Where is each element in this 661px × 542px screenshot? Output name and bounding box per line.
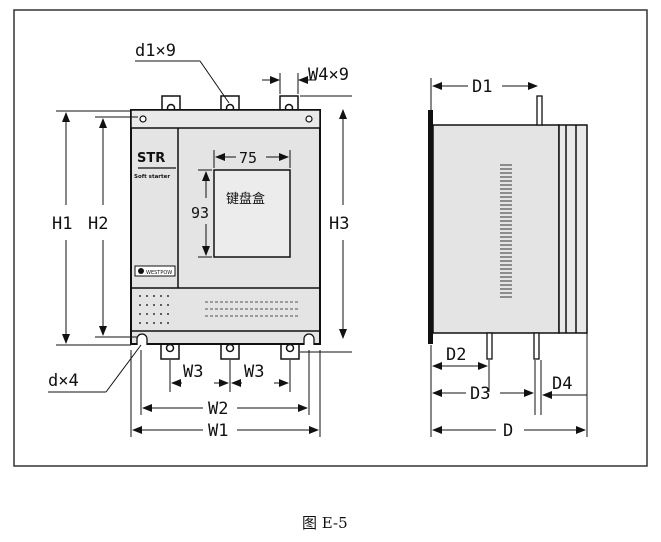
terminal-hole-label: d1×9 xyxy=(135,41,176,61)
W3-right-label: W3 xyxy=(244,362,264,382)
vent-dots xyxy=(139,295,169,324)
vent-slots xyxy=(205,301,300,317)
mount-slots xyxy=(136,333,315,345)
top-stud xyxy=(536,95,543,126)
side-vents xyxy=(500,164,512,298)
brand-label: STR xyxy=(137,151,165,166)
keypad-label: 键盘盒 xyxy=(226,191,265,207)
keypad-box xyxy=(213,169,291,258)
bottom-stud-right xyxy=(533,332,540,360)
figure-border xyxy=(13,9,648,467)
W2-label: W2 xyxy=(208,399,228,419)
bottom-stud-left xyxy=(486,332,493,360)
front-cover xyxy=(558,124,588,334)
terminal-width-label: W4×9 xyxy=(308,65,349,85)
D-label: D xyxy=(503,421,513,441)
W1-label: W1 xyxy=(208,421,228,441)
mount-hole-label: d×4 xyxy=(48,371,79,391)
W3-left-label: W3 xyxy=(183,362,203,382)
side-body xyxy=(432,124,560,334)
H2-label: H2 xyxy=(88,214,108,234)
side-view: D1 D2 D3 D4 D xyxy=(428,77,588,441)
D1-label: D1 xyxy=(472,77,492,97)
D4-label: D4 xyxy=(552,374,572,394)
front-view: STR Soft starter WESTPOW 键盘盒 75 93 d1×9 … xyxy=(48,41,352,441)
H3-label: H3 xyxy=(329,214,349,234)
logo-text: WESTPOW xyxy=(146,270,172,276)
H1-label: H1 xyxy=(52,214,72,234)
keypad-width-label: 75 xyxy=(239,149,257,167)
mounting-plate xyxy=(428,110,433,344)
figure-caption: 图 E-5 xyxy=(302,514,348,532)
keypad-height-label: 93 xyxy=(191,204,209,222)
D2-label: D2 xyxy=(446,345,466,365)
D3-label: D3 xyxy=(470,384,490,404)
brand-logo xyxy=(134,265,176,277)
subtitle-label: Soft starter xyxy=(134,174,170,180)
